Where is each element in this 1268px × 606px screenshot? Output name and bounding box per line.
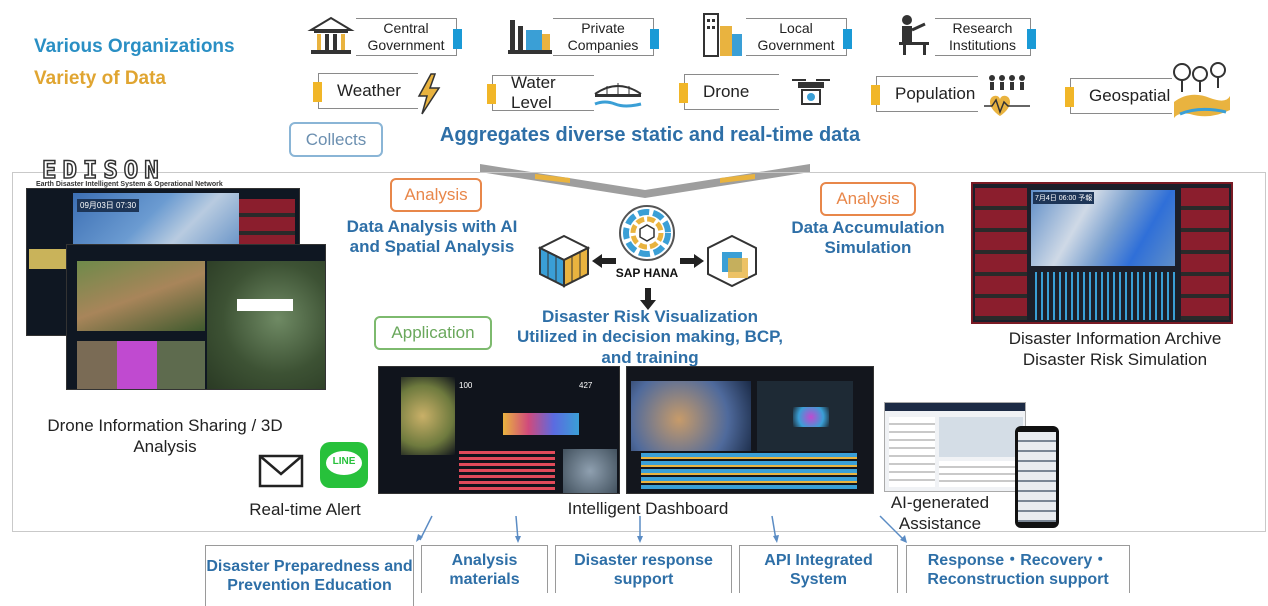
- factory-icon: [508, 20, 552, 54]
- caption-ai: AI-generated Assistance: [890, 493, 990, 533]
- caption-drone: Drone Information Sharing / 3D Analysis: [47, 416, 283, 456]
- header-organizations: Various Organizations: [34, 36, 235, 57]
- mail-icon: [258, 454, 304, 488]
- output-api-system: API Integrated System: [739, 545, 898, 593]
- output-label: Disaster Preparedness and Prevention Edu…: [206, 558, 413, 594]
- drone-icon: [792, 79, 830, 105]
- analysis-tag-right: Analysis: [820, 182, 916, 216]
- source-private-companies: Private Companies: [553, 18, 659, 56]
- rubik-cube-icon: [537, 234, 591, 288]
- output-recovery-support: Response・Recovery・Reconstruction support: [906, 545, 1130, 593]
- data-population: Population: [871, 76, 978, 112]
- dash-value-b: 427: [579, 381, 593, 390]
- data-label: Weather: [337, 81, 401, 100]
- data-label: Geospatial: [1089, 86, 1171, 105]
- box-cube-icon: [707, 234, 757, 288]
- sap-hana-icon: [619, 205, 675, 261]
- output-disaster-response: Disaster response support: [555, 545, 732, 593]
- source-local-government: Local Government: [746, 18, 852, 56]
- caption-archive-2: Disaster Risk Simulation: [1022, 350, 1208, 369]
- arrow-left-icon: [592, 254, 616, 268]
- output-label: Analysis materials: [449, 551, 520, 588]
- application-tag: Application: [374, 316, 492, 350]
- source-research-institutions: Research Institutions: [935, 18, 1036, 56]
- drone-screen-front: [66, 244, 326, 390]
- viz-line2: Utilized in decision making, BCP,: [516, 327, 784, 346]
- drone-date: 09月03日 07:30: [77, 199, 140, 212]
- analysis-title-left: Data Analysis with AI and Spatial Analys…: [346, 217, 518, 256]
- output-arrows: [416, 515, 907, 543]
- data-label: Population: [895, 84, 976, 103]
- line-label: LINE: [332, 456, 356, 467]
- archive-date: 7月4日 06:00 予報: [1033, 192, 1095, 204]
- output-analysis-materials: Analysis materials: [421, 545, 548, 593]
- source-label: Research Institutions: [949, 20, 1016, 53]
- edison-logo: EDISON: [41, 155, 165, 185]
- header-data: Variety of Data: [34, 68, 166, 89]
- output-label: API Integrated System: [764, 551, 873, 588]
- dashboard-screen-left: 100 427: [378, 366, 620, 494]
- bridge-icon: [594, 83, 642, 108]
- data-water-level: Water Level: [487, 73, 594, 112]
- dashboard-screen-right: [626, 366, 874, 494]
- arrow-right-icon: [680, 254, 704, 268]
- government-building-icon: [307, 16, 355, 54]
- population-icon: [984, 75, 1030, 116]
- source-label: Local Government: [757, 20, 835, 53]
- output-education: Disaster Preparedness and Prevention Edu…: [205, 545, 414, 606]
- collects-tag: Collects: [289, 122, 383, 157]
- source-central-government: Central Government: [356, 18, 462, 56]
- viz-line1: Disaster Risk Visualization: [541, 307, 759, 326]
- arrow-down-icon: [640, 288, 656, 310]
- caption-dashboard: Intelligent Dashboard: [567, 499, 729, 518]
- analysis-tag-left: Analysis: [390, 178, 482, 212]
- viz-line3: and training: [601, 348, 699, 367]
- funnel-chevron: [480, 164, 810, 198]
- dash-value-a: 100: [459, 381, 473, 390]
- archive-screen: 7月4日 06:00 予報: [971, 182, 1233, 324]
- city-buildings-icon: [703, 13, 742, 57]
- data-label: Drone: [703, 82, 750, 101]
- main-panel: [12, 172, 1266, 532]
- output-label: Response・Recovery・Reconstruction support: [927, 551, 1109, 588]
- source-label: Central Government: [367, 20, 445, 53]
- lightning-icon: [417, 73, 441, 115]
- ai-screen-desktop: [884, 402, 1026, 492]
- geospatial-icon: [1173, 62, 1230, 118]
- caption-alert: Real-time Alert: [249, 500, 361, 519]
- data-label: Water Level: [511, 73, 556, 112]
- data-drone: Drone: [679, 74, 779, 110]
- data-geospatial: Geospatial: [1065, 78, 1172, 114]
- ai-screen-phone: [1015, 426, 1059, 528]
- sap-hana-label: SAP HANA: [615, 266, 679, 280]
- analysis-title-right: Data Accumulation Simulation: [791, 218, 945, 257]
- researcher-icon: [899, 15, 929, 55]
- collects-tagline: Aggregates diverse static and real-time …: [439, 124, 861, 146]
- edison-subtitle: Earth Disaster Intelligent System & Oper…: [36, 181, 223, 188]
- line-app-icon: LINE: [320, 442, 368, 488]
- source-label: Private Companies: [567, 20, 639, 53]
- caption-archive-1: Disaster Information Archive: [1008, 329, 1222, 348]
- output-label: Disaster response support: [574, 551, 713, 588]
- data-weather: Weather: [313, 73, 418, 109]
